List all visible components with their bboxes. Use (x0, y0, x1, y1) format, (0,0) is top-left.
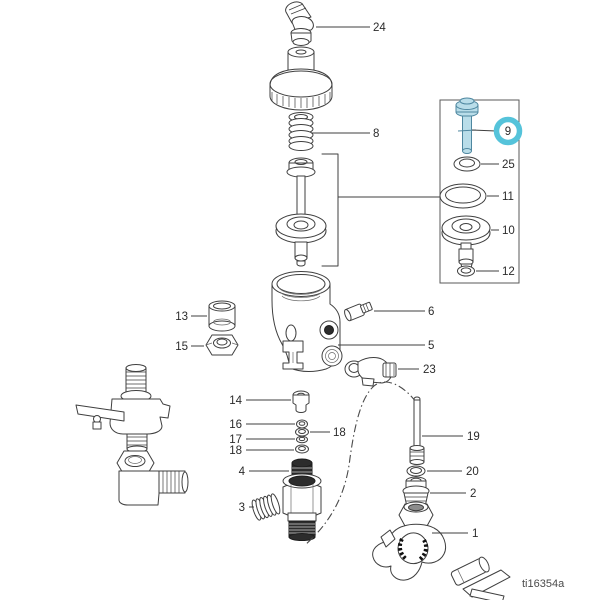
part-5-regulator-body (271, 271, 343, 372)
callout-14-label: 14 (229, 395, 242, 407)
part-18-washer-upper (295, 427, 309, 437)
part-9-screw-highlighted (455, 97, 479, 154)
callout-23: 23 (398, 364, 436, 376)
callout-11-label: 11 (502, 191, 514, 203)
callout-25-label: 25 (502, 159, 515, 171)
callout-12: 12 (476, 266, 515, 278)
part-20-o-ring (406, 465, 426, 477)
callout-16-label: 16 (229, 419, 242, 431)
part-11-o-ring (439, 183, 487, 209)
callout-15: 15 (175, 341, 204, 353)
regulator-cap (269, 46, 333, 111)
part-13-sleeve (208, 300, 236, 332)
callout-1-label: 1 (472, 528, 478, 540)
callout-8: 8 (311, 128, 379, 140)
callout-15-label: 15 (175, 341, 188, 353)
callout-18-right: 18 (310, 427, 346, 439)
callout-11: 11 (487, 191, 514, 203)
callout-17-label: 17 (229, 434, 242, 446)
callout-14: 14 (229, 395, 291, 407)
part-19-suction-tube (409, 396, 425, 465)
part-1-tip-guard (372, 501, 447, 581)
callout-9-highlighted: 9 (471, 116, 523, 146)
hose-routing-line (304, 381, 417, 546)
shaft-diaphragm-assembly (275, 157, 327, 267)
part-23-elbow-fitting (344, 357, 397, 387)
part-10-diaphragm (441, 215, 491, 270)
part-18-washer-lower (295, 444, 309, 454)
part-12-o-ring (457, 265, 475, 277)
callout-2-label: 2 (470, 488, 476, 500)
callout-18-left: 18 (229, 445, 294, 457)
spray-tip-handle (450, 556, 511, 600)
callout-20: 20 (427, 466, 479, 478)
group-bracket (321, 153, 441, 267)
part-3-spring-plug (251, 493, 281, 521)
callout-13-label: 13 (175, 311, 188, 323)
part-16-ball (296, 419, 308, 429)
callout-10: 10 (491, 225, 515, 237)
callout-10-label: 10 (502, 225, 515, 237)
part-14-cap (292, 390, 310, 413)
callout-5-label: 5 (428, 340, 434, 352)
callout-18-left-label: 18 (229, 445, 242, 457)
callout-8-label: 8 (373, 128, 379, 140)
part-24-elbow-fitting (285, 1, 314, 46)
callout-17: 17 (229, 434, 295, 446)
elbow-adapter-fitting (116, 450, 189, 506)
part-17-washer (296, 435, 308, 444)
callout-25: 25 (481, 159, 515, 171)
callout-5: 5 (338, 340, 434, 352)
callout-13: 13 (175, 311, 207, 323)
callout-4-label: 4 (239, 466, 246, 478)
callout-6: 6 (374, 306, 434, 318)
grouped-parts-box (439, 99, 520, 284)
callout-24: 24 (316, 22, 386, 34)
callout-24-label: 24 (373, 22, 386, 34)
callout-4: 4 (239, 466, 289, 478)
callout-1: 1 (432, 528, 478, 540)
callout-16: 16 (229, 419, 295, 431)
highlight-ring (493, 116, 523, 146)
bleed-valve-body (282, 473, 322, 541)
part-15-hex-nut (205, 334, 239, 356)
drain-valve-with-handle (75, 364, 171, 453)
part-8-spring (288, 112, 314, 151)
callout-18-right-label: 18 (333, 427, 346, 439)
part-25-washer (453, 156, 481, 172)
callout-19-label: 19 (467, 431, 480, 443)
callout-3: 3 (239, 502, 254, 514)
callout-19: 19 (422, 431, 480, 443)
callout-6-label: 6 (428, 306, 434, 318)
figure-id: ti16354a (522, 578, 565, 590)
callout-3-label: 3 (239, 502, 245, 514)
part-6-fitting (344, 301, 373, 322)
callout-23-label: 23 (423, 364, 436, 376)
callout-9-label: 9 (505, 126, 511, 138)
callout-2: 2 (430, 488, 476, 500)
callout-12-label: 12 (502, 266, 515, 278)
callout-20-label: 20 (466, 466, 479, 478)
